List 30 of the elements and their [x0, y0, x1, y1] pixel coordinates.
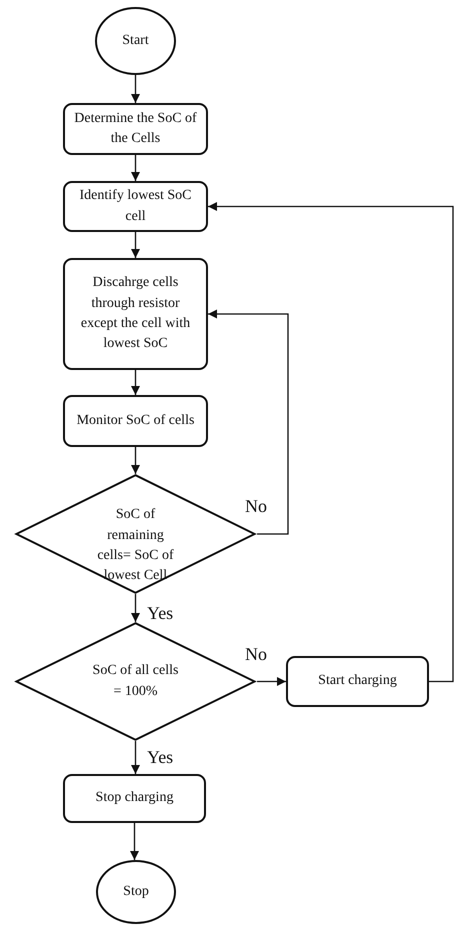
arrow [208, 310, 289, 535]
arrow [131, 594, 140, 622]
process-box [63, 395, 208, 447]
edge-label: No [244, 645, 268, 663]
node-text: Stop charging [96, 789, 174, 808]
arrow [131, 447, 140, 474]
node-text: Monitor SoC of cells [76, 412, 196, 430]
node-text: Discahrge cells through resistor except the cell with lowest SoC [80, 274, 192, 354]
node-text: SoC of all cells = 100% [92, 662, 180, 700]
arrow [257, 677, 286, 686]
process-box [63, 258, 208, 370]
process-box [286, 656, 429, 707]
node-text: Stop [123, 882, 149, 901]
node-text: Determine the SoC of the Cells [73, 110, 198, 148]
arrow [131, 232, 140, 258]
arrow [208, 202, 454, 682]
node-text: Start [122, 32, 149, 50]
arrow [131, 75, 140, 103]
edge-label: Yes [146, 604, 174, 622]
process-box [63, 774, 206, 823]
edge-label: No [244, 497, 268, 515]
node-text: Identify lowest SoC cell [78, 187, 192, 226]
arrow [131, 741, 140, 774]
process-box [63, 181, 208, 232]
node-text: Start charging [318, 672, 397, 690]
arrow [131, 155, 140, 181]
arrow [130, 823, 139, 860]
process-box [63, 103, 208, 155]
arrow [131, 370, 140, 395]
edge-label: Yes [146, 748, 174, 766]
